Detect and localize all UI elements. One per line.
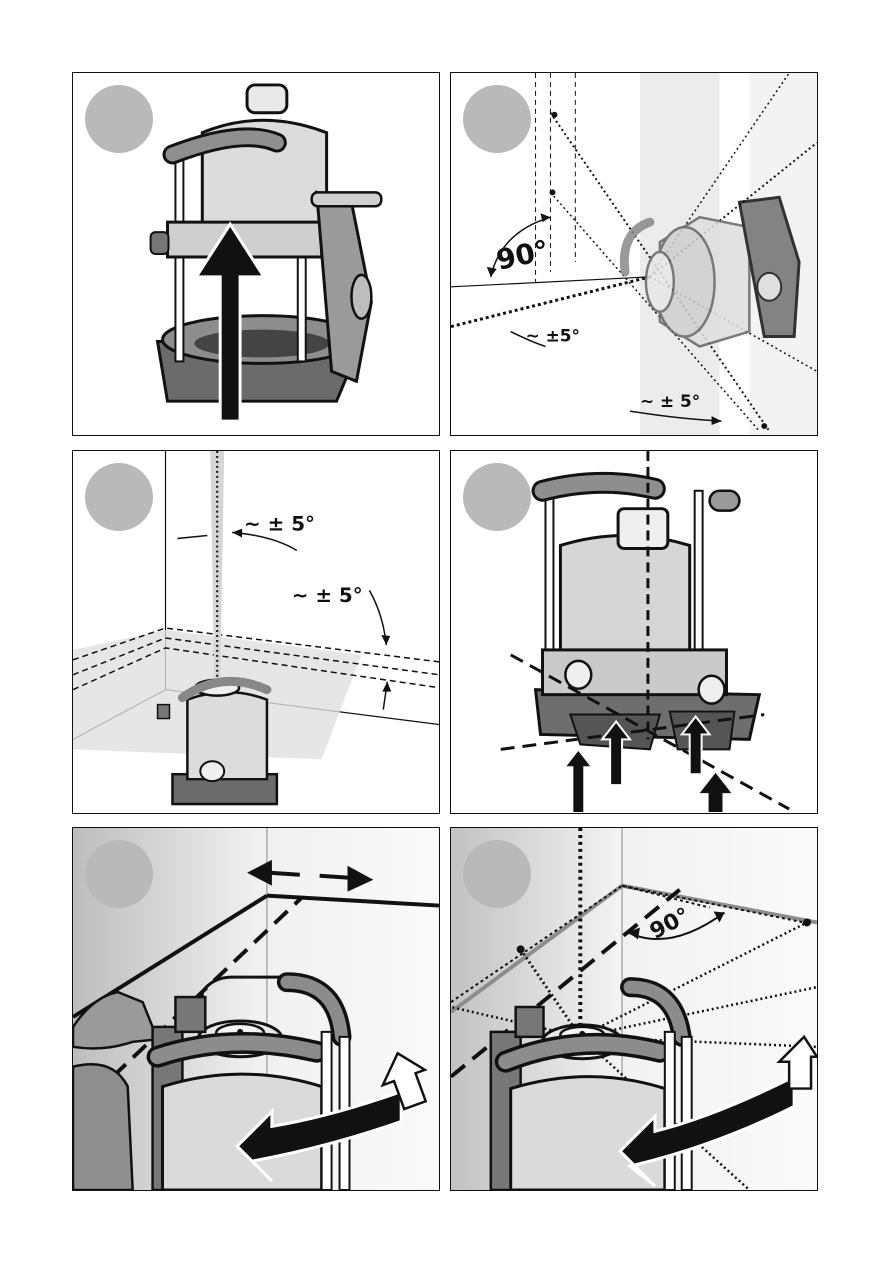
laser-line [451, 277, 650, 327]
angle-label-vertical: ~ ± 5° [244, 513, 315, 536]
mount-knob [351, 275, 371, 319]
panel-3: ~ ± 5° ~ ± 5° [72, 450, 440, 814]
step-badge [463, 85, 531, 153]
laser-dot [517, 945, 525, 953]
collar-knob [565, 661, 591, 689]
arrow-up-icon [698, 771, 734, 813]
arrow-shaft [320, 876, 350, 878]
arrow-head-icon [382, 682, 391, 692]
panel-1 [72, 72, 440, 436]
panel-5 [72, 827, 440, 1191]
angle-label-90: 90° [493, 234, 551, 277]
device-head [247, 85, 287, 113]
arrow-up-icon [564, 749, 592, 813]
step-badge [85, 85, 153, 153]
frame-rod-left [545, 491, 553, 650]
mount-screw [312, 192, 382, 206]
step-badge [463, 840, 531, 908]
angle-marker [177, 536, 207, 539]
panel-2: 90° ~ ±5° ~ ± 5° [450, 72, 818, 436]
arrow-head-icon [232, 529, 242, 538]
angle-label-tilt-2: ~ ± 5° [640, 391, 700, 411]
step-badge [85, 463, 153, 531]
laser-dot [551, 112, 557, 118]
collar-knob [699, 676, 725, 704]
angle-label-tilt-1: ~ ±5° [526, 326, 580, 346]
panel-6: 90° [450, 827, 818, 1191]
arrow-shaft [270, 873, 300, 875]
step-badge [85, 840, 153, 908]
device-head [618, 509, 668, 549]
person-body [73, 1064, 133, 1190]
step-badge [463, 463, 531, 531]
side-handle [710, 491, 740, 511]
laser-dot [549, 189, 555, 195]
device-handle [543, 483, 655, 491]
arrow-head-icon [487, 267, 497, 277]
panel-4 [450, 450, 818, 814]
arrow-head-icon [381, 635, 390, 645]
frame-rod-right [695, 491, 703, 660]
device-base-hole [194, 330, 329, 358]
laser-dot [761, 423, 767, 429]
side-knob [151, 232, 169, 254]
angle-label-horizontal: ~ ± 5° [292, 584, 363, 607]
